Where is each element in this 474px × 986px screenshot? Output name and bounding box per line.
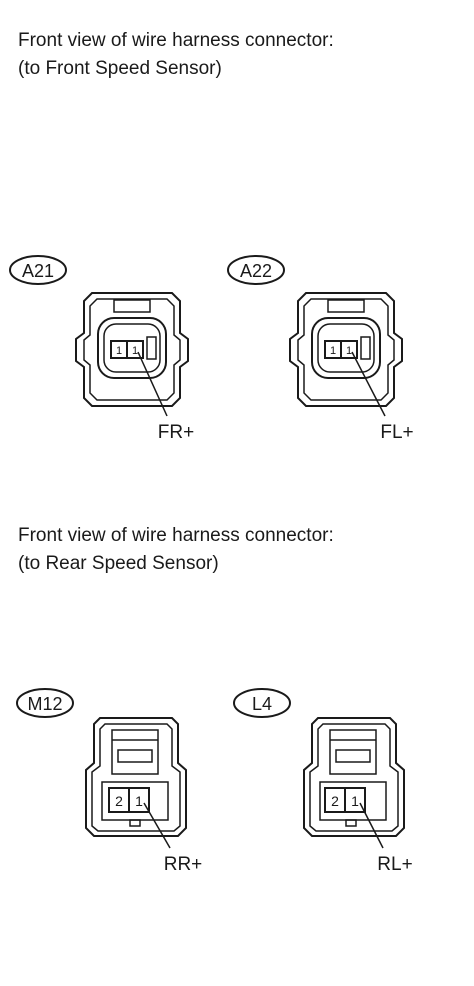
connector-seal bbox=[311, 317, 381, 379]
connector-key bbox=[360, 336, 371, 360]
lock-tab-slot bbox=[117, 749, 153, 763]
connector-key bbox=[146, 336, 157, 360]
connector-latch bbox=[327, 299, 365, 313]
connector-id-oval bbox=[233, 688, 291, 718]
connector-id-label: A21 bbox=[22, 261, 54, 281]
connector-lock-tab bbox=[329, 729, 377, 775]
connector-housing-inner bbox=[83, 298, 181, 401]
connector-key bbox=[129, 819, 141, 827]
connector-a22: A22 1 1 FL+ bbox=[227, 255, 414, 443]
pin-number: 1 bbox=[346, 345, 352, 357]
pin-number: 2 bbox=[331, 793, 339, 809]
connector-housing-inner bbox=[297, 298, 395, 401]
signal-label: RL+ bbox=[377, 854, 412, 875]
connector-housing bbox=[289, 292, 403, 407]
signal-label: FL+ bbox=[380, 422, 413, 443]
leader-line bbox=[137, 351, 168, 417]
pin-number: 1 bbox=[330, 345, 336, 357]
connector-housing bbox=[85, 717, 187, 837]
connector-seal-inner bbox=[317, 323, 375, 373]
connector-housing-inner bbox=[309, 723, 399, 832]
pin-number: 1 bbox=[135, 793, 143, 809]
connector-id-oval bbox=[16, 688, 74, 718]
caption-line: Front view of wire harness connector: bbox=[18, 525, 334, 546]
connector-housing bbox=[303, 717, 405, 837]
connector-housing-inner bbox=[91, 723, 181, 832]
front-sensor-caption: Front view of wire harness connector: (t… bbox=[18, 27, 334, 83]
caption-line: Front view of wire harness connector: bbox=[18, 30, 334, 51]
connector-a21: A21 1 1 FR+ bbox=[9, 255, 194, 443]
connector-id-label: A22 bbox=[240, 261, 272, 281]
leader-line bbox=[359, 802, 384, 849]
pin-number: 1 bbox=[132, 345, 138, 357]
lock-tab-slot bbox=[335, 749, 371, 763]
connector-key bbox=[345, 819, 357, 827]
caption-line: (to Front Speed Sensor) bbox=[18, 58, 222, 79]
connector-id-oval bbox=[227, 255, 285, 285]
connector-housing bbox=[75, 292, 189, 407]
connector-m12: M12 2 1 RR+ bbox=[16, 688, 203, 875]
connector-latch bbox=[113, 299, 151, 313]
connector-seal-inner bbox=[103, 323, 161, 373]
pin-number: 2 bbox=[115, 793, 123, 809]
connector-seal bbox=[97, 317, 167, 379]
connector-id-label: L4 bbox=[252, 694, 272, 714]
leader-line bbox=[351, 351, 386, 417]
connector-l4: L4 2 1 RL+ bbox=[233, 688, 413, 875]
connector-lock-tab bbox=[111, 729, 159, 775]
connector-id-oval bbox=[9, 255, 67, 285]
leader-line bbox=[143, 802, 171, 849]
pin-number: 1 bbox=[116, 345, 122, 357]
pin-number: 1 bbox=[351, 793, 359, 809]
rear-sensor-caption: Front view of wire harness connector: (t… bbox=[18, 522, 334, 578]
caption-line: (to Rear Speed Sensor) bbox=[18, 553, 219, 574]
signal-label: FR+ bbox=[158, 422, 194, 443]
connector-id-label: M12 bbox=[27, 694, 62, 714]
signal-label: RR+ bbox=[164, 854, 203, 875]
